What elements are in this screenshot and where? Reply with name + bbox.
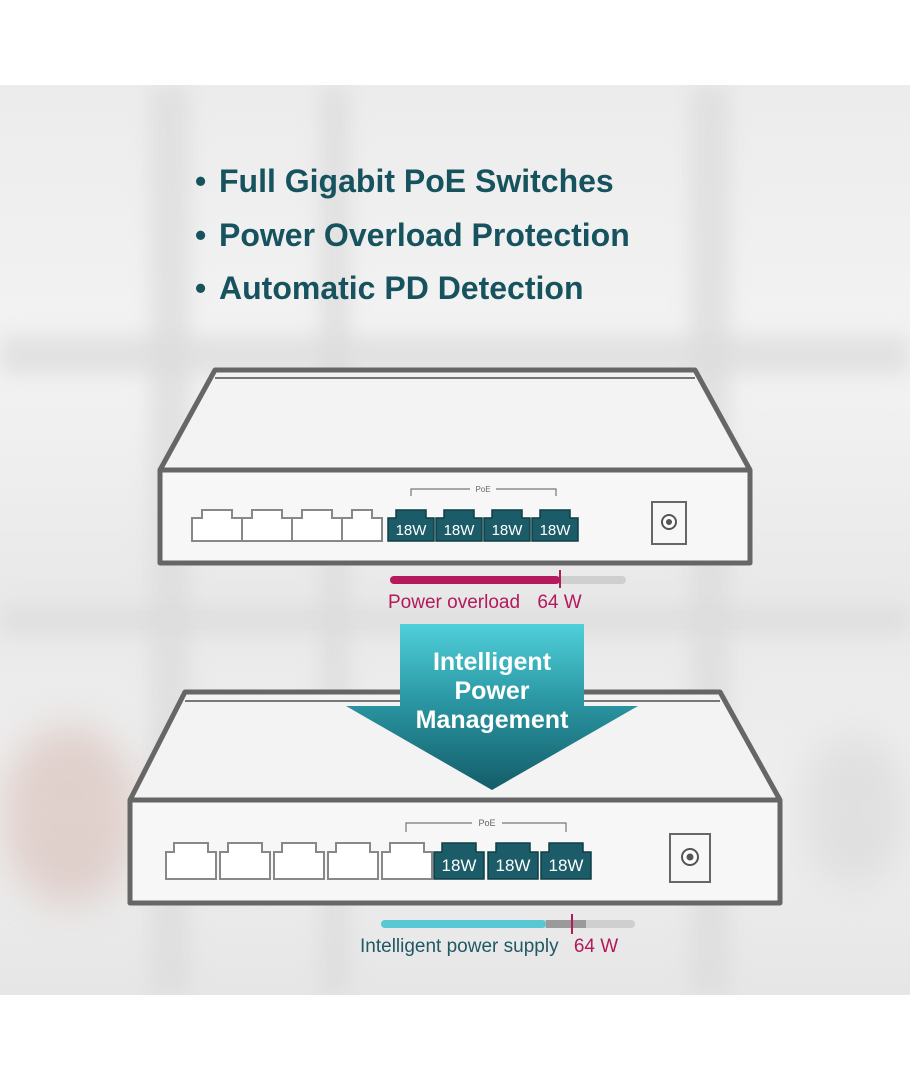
poe-label-bg: [472, 816, 502, 828]
supply-caption: Intelligent power supply 64 W: [360, 936, 618, 958]
caption-value: 64 W: [537, 592, 582, 613]
port-wattage-label: 18W: [396, 522, 428, 539]
poe-port: [387, 509, 435, 542]
port-wattage-label: 18W: [444, 522, 476, 539]
port-wattage-label: 18W: [540, 522, 572, 539]
poe-port: [483, 509, 531, 542]
port-wattage-label: 18W: [442, 856, 477, 875]
bg-blur-figure: [800, 735, 910, 885]
ethernet-port: [165, 842, 217, 880]
caption-label: Intelligent power supply: [360, 936, 559, 957]
port-wattage-label: 18W: [549, 856, 584, 875]
port-wattage-label: 18W: [492, 522, 524, 539]
ethernet-port: [381, 842, 433, 880]
power-jack: [651, 501, 687, 545]
port-wattage-label: 18W: [496, 856, 531, 875]
top-switch: 18W 18W 18W 18W PoE: [157, 367, 753, 566]
feature-item: •Automatic PD Detection: [195, 270, 584, 306]
bar-fill: [381, 920, 547, 928]
arrow-label: Intelligent Power Management: [415, 648, 569, 734]
poe-label: PoE: [475, 485, 490, 494]
feature-list: •Full Gigabit PoE Switches •Power Overlo…: [195, 155, 630, 316]
poe-port: [435, 509, 483, 542]
bar-fill: [390, 576, 560, 584]
poe-label: PoE: [478, 818, 495, 828]
feature-item: •Power Overload Protection: [195, 216, 630, 253]
overload-caption: Power overload 64 W: [388, 592, 582, 614]
feature-item: •Full Gigabit PoE Switches: [195, 163, 614, 199]
poe-port: [487, 842, 539, 880]
ethernet-port: [327, 842, 379, 880]
poe-port: [531, 509, 579, 542]
power-supply-bar: [381, 914, 635, 934]
caption-value: 64 W: [573, 936, 619, 957]
caption-label: Power overload: [388, 592, 521, 613]
down-arrow: [346, 624, 638, 790]
bg-blur-figure: [0, 725, 140, 905]
poe-port: [433, 842, 485, 880]
ethernet-port: [219, 842, 271, 880]
ethernet-port: [341, 509, 383, 542]
ethernet-port: [273, 842, 325, 880]
bar-segment: [546, 920, 586, 928]
poe-label-bg: [470, 483, 496, 493]
poe-port: [540, 842, 592, 880]
power-jack: [669, 833, 711, 883]
power-overload-bar: [390, 570, 626, 588]
